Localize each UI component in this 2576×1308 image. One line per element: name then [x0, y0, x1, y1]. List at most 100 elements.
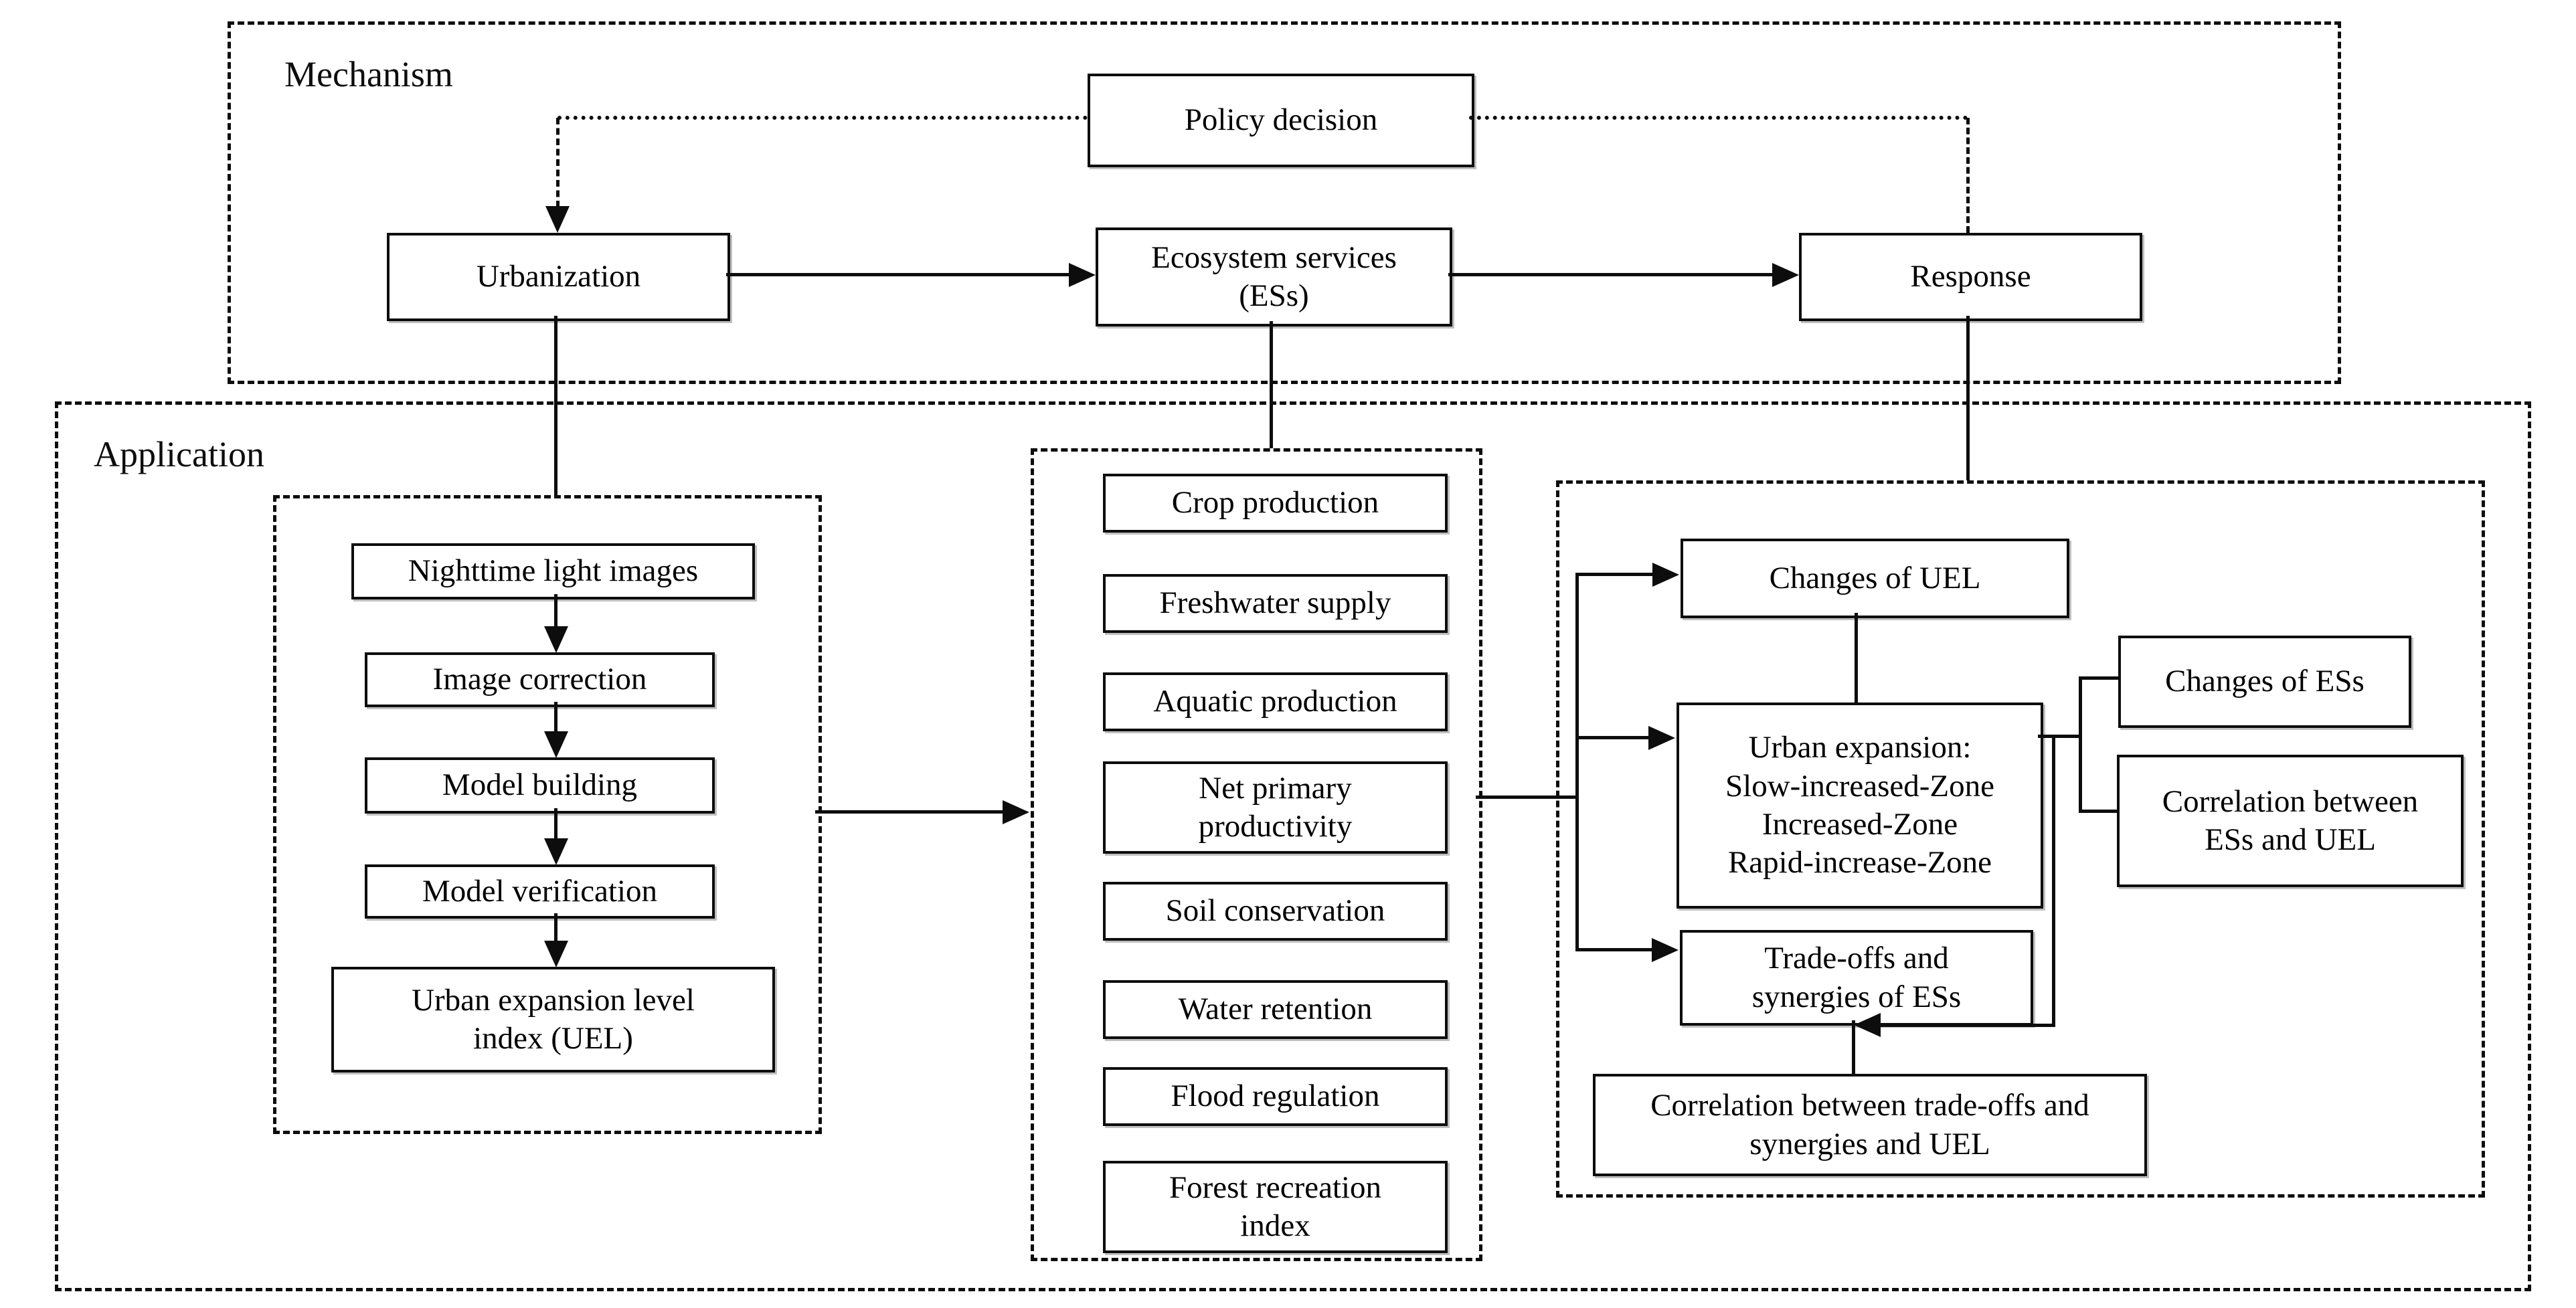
response-label: Response	[1910, 259, 2031, 294]
changes-of-uel-box: Changes of UEL	[1681, 539, 2069, 618]
changes-of-uel-label: Changes of UEL	[1769, 560, 1981, 595]
policy-decision-label: Policy decision	[1184, 102, 1378, 138]
water-retention-label: Water retention	[1178, 992, 1373, 1027]
analysis-subframe	[1556, 480, 2485, 1198]
net-primary-label-line2: productivity	[1198, 809, 1353, 844]
model-building-label: Model building	[442, 767, 638, 803]
connector-urbanization-to-ess	[726, 273, 1071, 276]
uel-index-label-line2: index (UEL)	[473, 1021, 633, 1056]
application-section-label: Application	[94, 434, 264, 474]
stub-into-changes-of-ess	[2079, 676, 2118, 680]
flood-regulation-box: Flood regulation	[1103, 1067, 1448, 1126]
mechanism-section-label: Mechanism	[284, 54, 453, 94]
ecosystem-services-subframe	[1031, 448, 1482, 1261]
connector-policy-to-response-h	[1469, 116, 1968, 120]
urban-expansion-label-line1: Urban expansion:	[1748, 730, 1972, 765]
connector-building-to-verification	[554, 808, 557, 840]
aquatic-production-label: Aquatic production	[1153, 684, 1397, 719]
correlation-ess-uel-label-line1: Correlation between	[2162, 783, 2419, 819]
application-section-frame	[55, 401, 2531, 1291]
urban-expansion-label-line3: Increased-Zone	[1762, 807, 1958, 842]
net-primary-productivity-box: Net primary productivity	[1103, 761, 1448, 854]
connector-policy-to-urbanization-v	[556, 118, 560, 207]
arrowhead-into-uel-index	[544, 941, 568, 967]
crop-production-label: Crop production	[1171, 485, 1379, 521]
arrowhead-into-es-frame	[1003, 800, 1029, 824]
mechanism-section-frame	[228, 21, 2341, 384]
connector-es-frame-to-trunk	[1476, 796, 1578, 799]
arrowhead-into-tradeoffs	[1652, 938, 1679, 962]
bracket-vertical-line	[2079, 676, 2082, 813]
policy-decision-box: Policy decision	[1088, 74, 1474, 167]
connector-correction-to-building	[554, 702, 557, 733]
aquatic-production-box: Aquatic production	[1103, 672, 1448, 731]
forest-recreation-label-line1: Forest recreation	[1169, 1170, 1382, 1205]
model-verification-box: Model verification	[365, 864, 715, 919]
urbanization-box: Urbanization	[387, 233, 730, 321]
stub-into-correlation-ess-uel	[2079, 810, 2117, 813]
arrowhead-into-model-verification	[544, 838, 568, 865]
uel-index-box: Urban expansion level index (UEL)	[331, 967, 775, 1072]
connector-tradeoffs-to-correlation	[1852, 1020, 1855, 1074]
response-box: Response	[1799, 233, 2142, 321]
urban-expansion-label-line2: Slow-increased-Zone	[1725, 768, 1994, 804]
arrowhead-into-tradeoffs-drop	[1854, 1013, 1881, 1037]
arrowhead-into-urban-expansion	[1648, 726, 1675, 750]
correlation-tradeoffs-label-line2: synergies and UEL	[1749, 1126, 1990, 1161]
model-verification-label: Model verification	[422, 873, 658, 909]
connector-urbanization-down	[554, 316, 557, 495]
correlation-ess-uel-label-line2: ESs and UEL	[2205, 822, 2376, 857]
connector-ess-to-response	[1448, 273, 1773, 276]
connector-policy-to-response-v	[1966, 118, 1970, 233]
arrowhead-into-changes-of-uel	[1652, 563, 1679, 587]
uel-workflow-subframe	[273, 495, 822, 1134]
arrowhead-into-urbanization	[545, 206, 570, 233]
uel-index-label-line1: Urban expansion level	[412, 982, 695, 1018]
forest-recreation-index-box: Forest recreation index	[1103, 1161, 1448, 1253]
connector-nighttime-to-correction	[554, 594, 557, 628]
model-building-box: Model building	[365, 757, 715, 814]
connector-uel-workflow-to-es-list	[815, 810, 1004, 814]
forest-recreation-label-line2: index	[1240, 1208, 1310, 1243]
flood-regulation-label: Flood regulation	[1171, 1079, 1380, 1114]
changes-of-ess-label: Changes of ESs	[2165, 664, 2365, 699]
image-correction-box: Image correction	[365, 652, 715, 707]
connector-down-line-to-tradeoffs-drop	[1881, 1024, 2055, 1027]
arrowhead-into-response	[1772, 263, 1799, 287]
tradeoffs-synergies-box: Trade-offs and synergies of ESs	[1680, 930, 2033, 1026]
image-correction-label: Image correction	[432, 662, 647, 697]
branch-to-tradeoffs	[1575, 948, 1654, 951]
branch-to-urban-expansion	[1575, 736, 1650, 739]
analysis-trunk-line	[1575, 573, 1579, 951]
urban-expansion-box: Urban expansion: Slow-increased-Zone Inc…	[1677, 703, 2043, 909]
water-retention-box: Water retention	[1103, 980, 1448, 1039]
crop-production-box: Crop production	[1103, 474, 1448, 533]
tradeoffs-label-line1: Trade-offs and	[1764, 941, 1949, 976]
freshwater-supply-box: Freshwater supply	[1103, 574, 1448, 633]
ecosystem-services-box: Ecosystem services (ESs)	[1096, 227, 1452, 326]
soil-conservation-box: Soil conservation	[1103, 882, 1448, 941]
ecosystem-services-label-line1: Ecosystem services	[1151, 240, 1397, 275]
connector-urban-expansion-to-bracket	[2038, 735, 2082, 738]
correlation-tradeoffs-label-line1: Correlation between trade-offs and	[1650, 1088, 2089, 1123]
nighttime-light-images-box: Nighttime light images	[351, 543, 755, 599]
ecosystem-services-label-line2: (ESs)	[1239, 278, 1309, 313]
tradeoffs-label-line2: synergies of ESs	[1751, 979, 1962, 1014]
connector-ess-down	[1270, 321, 1273, 448]
connector-response-down	[1966, 316, 1970, 480]
soil-conservation-label: Soil conservation	[1165, 893, 1385, 929]
urbanization-label: Urbanization	[476, 259, 641, 294]
connector-verification-to-uel	[554, 913, 557, 942]
correlation-tradeoffs-uel-box: Correlation between trade-offs and syner…	[1593, 1074, 2147, 1176]
freshwater-supply-label: Freshwater supply	[1159, 585, 1391, 621]
net-primary-label-line1: Net primary	[1199, 770, 1352, 806]
branch-to-changes-of-uel	[1575, 573, 1654, 576]
correlation-ess-uel-box: Correlation between ESs and UEL	[2117, 755, 2464, 887]
connector-bracket-down-line	[2052, 735, 2055, 1027]
connector-changes-uel-to-urban-expansion	[1855, 613, 1858, 703]
changes-of-ess-box: Changes of ESs	[2118, 636, 2411, 728]
urban-expansion-label-line4: Rapid-increase-Zone	[1727, 845, 1992, 880]
connector-policy-to-urbanization-h	[557, 116, 1088, 120]
nighttime-light-images-label: Nighttime light images	[408, 553, 699, 589]
